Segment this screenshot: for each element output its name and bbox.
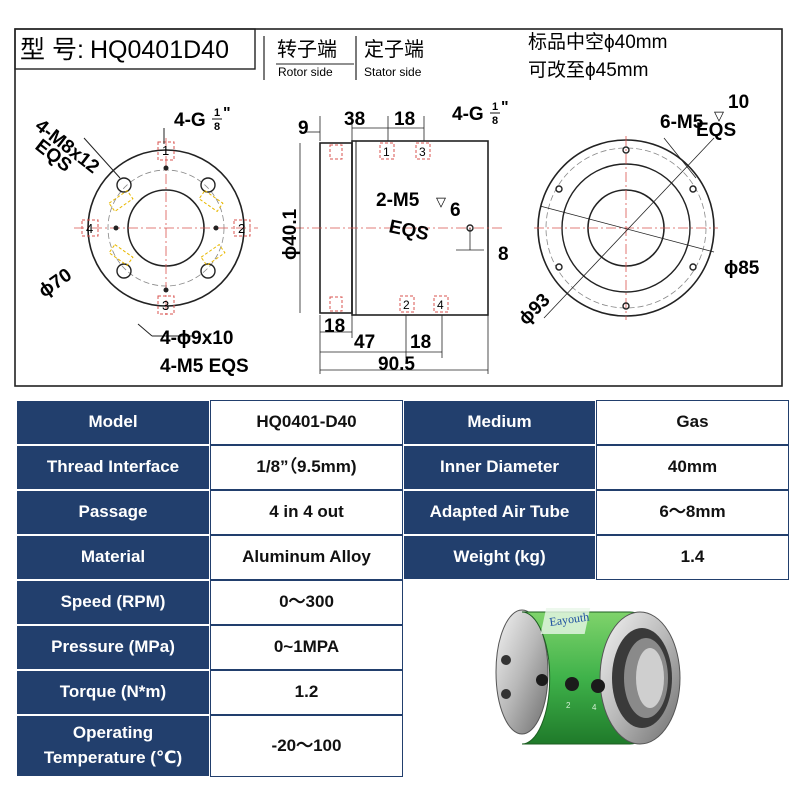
- model-prefix: 型 号:: [20, 36, 84, 64]
- spec-label-thread: Thread Interface: [16, 445, 210, 490]
- mid-callout: 2-M5: [376, 190, 420, 211]
- model-title-box: [14, 28, 256, 70]
- dim-90-5: 90.5: [378, 354, 415, 375]
- side-thread-den: 8: [492, 115, 498, 127]
- spec-value-passage: 4 in 4 out: [210, 490, 403, 535]
- air-port: [591, 679, 605, 693]
- spec-value-weight: 1.4: [596, 535, 789, 580]
- model-value: HQ0401D40: [90, 36, 229, 64]
- dim-18-bottom-left: 18: [324, 316, 345, 337]
- side-section-view: 1 3 2 4: [294, 116, 504, 374]
- spec-label-medium: Medium: [403, 400, 596, 445]
- rotor-side-en: Rotor side: [278, 65, 333, 79]
- spec-value-inner-diameter: 40mm: [596, 445, 789, 490]
- stator-callout-eqs: EQS: [696, 120, 736, 141]
- hollow-upgrade-note: 可改至ϕ45mm: [528, 59, 648, 81]
- spec-label-air-tube: Adapted Air Tube: [403, 490, 596, 535]
- side-port-label-3: 3: [419, 145, 426, 159]
- spec-label-torque: Torque (N*m): [16, 670, 210, 715]
- dim-8: 8: [498, 244, 509, 265]
- brand-label: [540, 608, 591, 634]
- rotor-flange: [495, 609, 549, 735]
- spec-label-temperature: Operating Temperature (℃): [16, 715, 210, 777]
- technical-drawing: 型 号: HQ0401D40 转子端 Rotor side 定子端 Stator…: [14, 28, 783, 387]
- drawing-frame: [14, 28, 783, 387]
- dim-9: 9: [298, 118, 309, 139]
- spec-label-temperature-line1: Operating: [72, 723, 154, 743]
- rotor-bottom-callout-eqs: 4-M5 EQS: [160, 356, 249, 377]
- stator-dia-85: ϕ85: [724, 258, 760, 279]
- mid-callout-depth-icon: ▽: [436, 194, 446, 209]
- spec-value-material: Aluminum Alloy: [210, 535, 403, 580]
- stator-side-en: Stator side: [364, 65, 422, 79]
- rotor-side-cn: 转子端: [277, 38, 337, 61]
- spec-value-speed: 0～300: [210, 580, 403, 625]
- port-label-4: 4: [86, 221, 93, 236]
- stator-callout: 6-M5: [660, 112, 704, 133]
- side-thread-num: 1: [492, 101, 498, 113]
- spec-value-thread: 1/8”（9.5mm): [210, 445, 403, 490]
- side-port-label-1: 1: [383, 145, 390, 159]
- spec-label-model: Model: [16, 400, 210, 445]
- air-port: [565, 677, 579, 691]
- side-thread-unit: ": [501, 99, 509, 116]
- brand-text: Eayouth: [548, 610, 590, 629]
- port-label: 2: [566, 701, 571, 710]
- bore-light: [636, 648, 664, 708]
- dim-18-bottom: 18: [410, 332, 431, 353]
- air-port: [536, 674, 548, 686]
- spec-value-model: HQ0401-D40: [210, 400, 403, 445]
- rotor-thread-unit: ": [223, 105, 231, 122]
- dim-dia-40-1: ϕ40.1: [280, 208, 301, 260]
- stator-callout-depth-icon: ▽: [714, 108, 724, 123]
- spec-label-temperature-line2: Temperature (℃): [43, 748, 183, 767]
- spec-value-pressure: 0~1MPA: [210, 625, 403, 670]
- rotor-thread-callout: 4-G: [174, 110, 206, 131]
- spec-label-speed: Speed (RPM): [16, 580, 210, 625]
- spec-value-temperature: -20～100: [210, 715, 403, 777]
- port-label-2: 2: [238, 221, 245, 236]
- spec-value-medium: Gas: [596, 400, 789, 445]
- spec-label-weight: Weight (kg): [403, 535, 596, 580]
- spec-value-torque: 1.2: [210, 670, 403, 715]
- rotor-thread-num: 1: [214, 107, 220, 119]
- dim-38: 38: [344, 109, 365, 130]
- mid-callout-depth: 6: [450, 200, 461, 221]
- dim-18-top: 18: [394, 109, 415, 130]
- rotor-bottom-callout: 4-ϕ9x10: [160, 328, 233, 349]
- rotor-thread-den: 8: [214, 121, 220, 133]
- port-label: 4: [592, 703, 597, 712]
- bolt-hole: [501, 655, 511, 665]
- spec-label-pressure: Pressure (MPa): [16, 625, 210, 670]
- hollow-diameter-note: 标品中空ϕ40mm: [528, 31, 667, 53]
- port-label-3: 3: [162, 298, 169, 313]
- stator-callout-depth: 10: [728, 92, 749, 113]
- side-port-label-2: 2: [403, 298, 410, 312]
- port-label-1: 1: [162, 143, 169, 158]
- spec-label-inner-diameter: Inner Diameter: [403, 445, 596, 490]
- stator-side-cn: 定子端: [364, 38, 424, 61]
- product-photo: Eayouth 2 4: [495, 608, 681, 745]
- side-port-label-4: 4: [437, 298, 444, 312]
- side-thread-callout: 4-G: [452, 104, 484, 125]
- spec-label-passage: Passage: [16, 490, 210, 535]
- spec-value-air-tube: 6～8mm: [596, 490, 789, 535]
- bolt-hole: [501, 689, 511, 699]
- spec-label-material: Material: [16, 535, 210, 580]
- dim-47: 47: [354, 332, 375, 353]
- rotor-end-view: 1 3 4 2: [74, 128, 258, 337]
- stator-end-view: [534, 136, 718, 320]
